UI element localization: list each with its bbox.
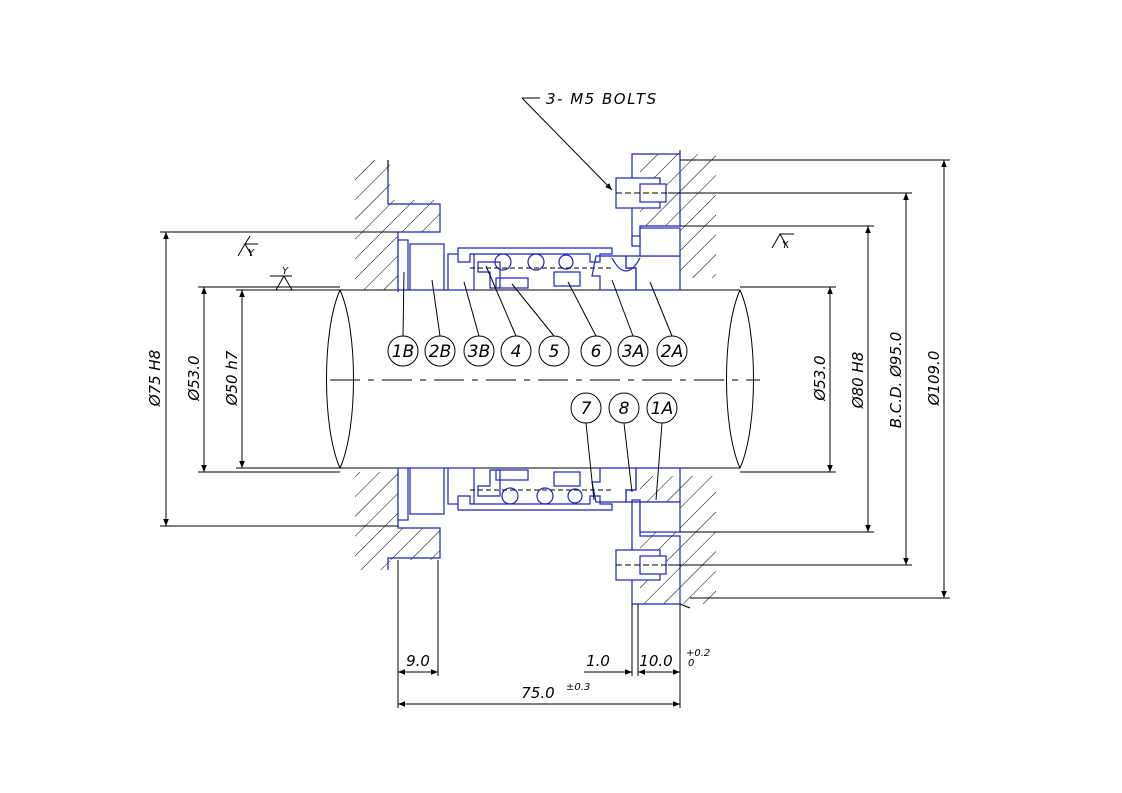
- dim-75-overall: 75.0: [521, 684, 554, 702]
- shaft: [326, 289, 760, 469]
- dim-75-tol: ±0.3: [566, 682, 590, 693]
- dim-53-left: Ø53.0: [185, 355, 203, 401]
- surface-marks: Y Y Y: [237, 232, 794, 291]
- surface-mark-shaft: Y: [282, 266, 289, 277]
- dim-10: 10.0: [639, 652, 672, 670]
- dimensions-right: Ø53.0 Ø80 H8 B.C.D. Ø95.0 Ø109.0: [668, 159, 950, 599]
- seal-upper: [397, 227, 681, 291]
- dim-10-tol-lower: 0: [688, 658, 694, 669]
- dimensions-left: Ø75 H8 Ø53.0 Ø50 h7: [146, 231, 398, 527]
- bolt-callout: 3- M5 BOLTS: [521, 90, 658, 191]
- label-7: 7: [581, 399, 592, 419]
- dim-9: 9.0: [406, 652, 430, 670]
- right-gland: [615, 150, 716, 609]
- label-6: 6: [591, 342, 602, 362]
- label-8: 8: [619, 399, 630, 419]
- label-3A: 3A: [622, 342, 644, 362]
- label-2B: 2B: [429, 342, 451, 362]
- dim-109: Ø109.0: [925, 351, 943, 407]
- surface-mark-left: Y: [248, 248, 255, 259]
- part-labels-lower: 7 8 1A: [570, 392, 678, 501]
- dim-bcd-95: B.C.D. Ø95.0: [887, 332, 905, 429]
- label-1A: 1A: [651, 399, 673, 419]
- dim-10-tol-upper: +0.2: [686, 648, 710, 659]
- part-labels-upper: 1B 2B 3B 4 5 6 3A 2A: [387, 265, 688, 367]
- dim-50-h7: Ø50 h7: [223, 350, 241, 406]
- bolt-note: 3- M5 BOLTS: [546, 90, 658, 108]
- dimensions-bottom: 9.0 1.0 10.0 +0.2 0 75.0 ±0.3: [397, 560, 710, 708]
- seal-lower: [397, 467, 681, 533]
- dim-80-h8: Ø80 H8: [849, 352, 867, 409]
- label-3B: 3B: [468, 342, 490, 362]
- label-4: 4: [511, 342, 522, 362]
- dim-1: 1.0: [586, 652, 610, 670]
- dim-53-right: Ø53.0: [811, 355, 829, 401]
- label-5: 5: [549, 342, 560, 362]
- label-2A: 2A: [661, 342, 683, 362]
- dim-75-h8: Ø75 H8: [146, 350, 164, 407]
- label-1B: 1B: [392, 342, 414, 362]
- surface-mark-right: Y: [782, 240, 789, 251]
